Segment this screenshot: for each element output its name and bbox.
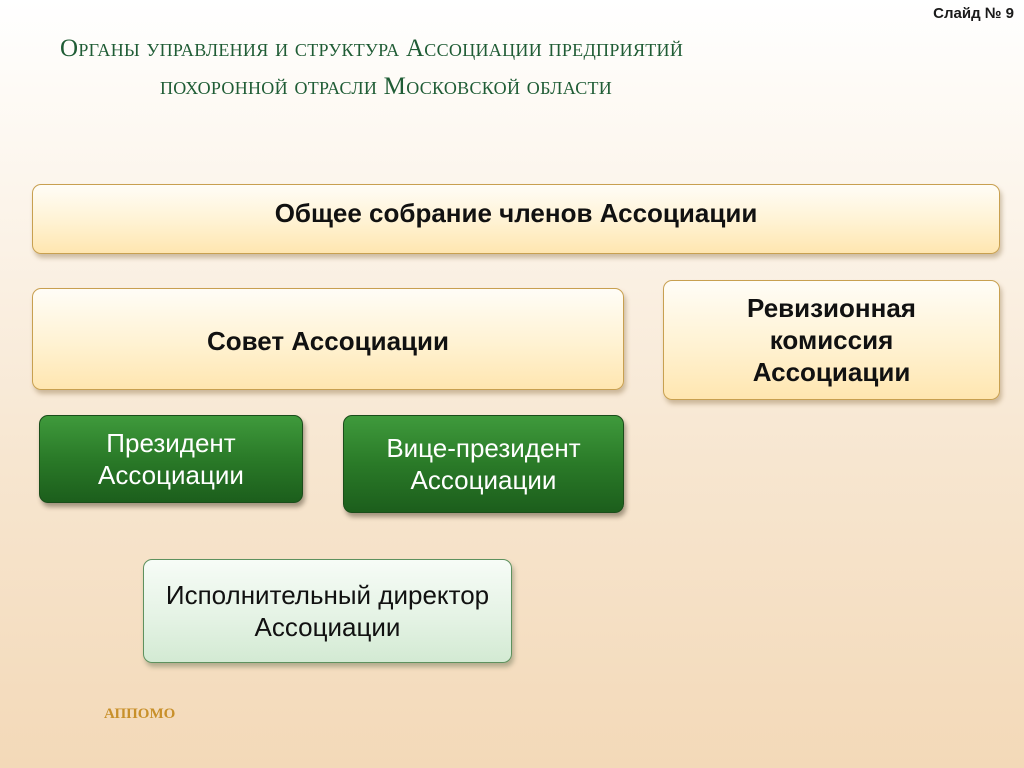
vice-president-label: Вице-президент Ассоциации xyxy=(386,433,581,495)
general-assembly-box: Общее собрание членов Ассоциации xyxy=(32,184,1000,254)
title-line-2: похоронной отрасли Московской области xyxy=(160,73,613,100)
council-box: Совет Ассоциации xyxy=(32,288,624,390)
audit-commission-box: Ревизионная комиссия Ассоциации xyxy=(663,280,1000,400)
slide-number: Слайд № 9 xyxy=(933,5,1014,22)
executive-director-label: Исполнительный директор Ассоциации xyxy=(165,580,490,642)
general-assembly-label: Общее собрание членов Ассоциации xyxy=(274,198,758,228)
footer-logo-text: АППОМО xyxy=(104,706,176,722)
page-title: Органы управления и структура Ассоциации… xyxy=(60,30,1000,106)
title-line-1: Органы управления и структура Ассоциации… xyxy=(60,35,684,62)
president-box: Президент Ассоциации xyxy=(39,415,303,503)
executive-director-box: Исполнительный директор Ассоциации xyxy=(143,559,512,663)
audit-commission-label: Ревизионная комиссия Ассоциации xyxy=(747,293,916,387)
vice-president-box: Вице-президент Ассоциации xyxy=(343,415,624,513)
council-label: Совет Ассоциации xyxy=(207,326,449,356)
president-label: Президент Ассоциации xyxy=(98,428,244,490)
